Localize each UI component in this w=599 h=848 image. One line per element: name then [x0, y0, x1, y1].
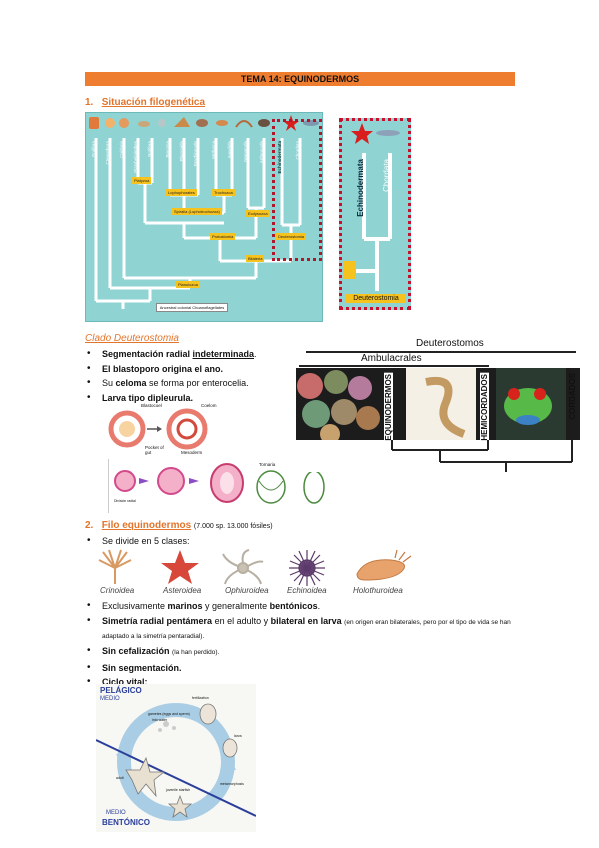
phylum-label: Phoronida: [179, 141, 184, 162]
animal-thumbnails: [89, 115, 319, 131]
figure-deuterostomos-label: Deuterostomos: [416, 338, 484, 349]
zoom-lines: [344, 123, 400, 291]
label-metamorphosis: metamorphosis: [220, 782, 244, 786]
clade-tag-trochozoa: Trochozoa: [212, 189, 235, 196]
phylum-label: Platyhelminthes: [133, 141, 138, 173]
clado-heading: Clado Deuterostomia: [85, 333, 179, 344]
label-gametes: gametes (eggs and sperm): [148, 712, 190, 716]
deuterostome-groups-figure: Deuterostomos Ambulacrales EQUINODERMOS …: [296, 338, 580, 472]
label-medio-bottom: MEDIO: [106, 810, 126, 816]
zoom-deuterostomia-label: Deuterostomia: [346, 294, 406, 303]
label-hemicordados: HEMICORDADOS: [480, 373, 489, 442]
clade-tag-planulozoa: Planulozoa: [176, 281, 200, 288]
class-label-holothuroidea: Holothuroidea: [353, 586, 403, 595]
clade-tag-spiralia: Spiralia (Lophotrochozoa): [172, 208, 222, 215]
ancestor-label: Ancestral colonial Choanoflagellates: [156, 303, 228, 312]
class-label-echinoidea: Echinoidea: [287, 586, 327, 595]
label-juvenile: juvenile starfish: [166, 788, 191, 792]
figure-tree-lines: [391, 440, 573, 472]
life-cycle-drawing: [95, 703, 257, 821]
section-1-number: 1.: [85, 97, 94, 108]
deuterostomia-zoom: Echinodermata Chordata Deuterostomia: [339, 118, 411, 310]
zoom-echinodermata-label: Echinodermata: [356, 159, 365, 217]
label-coelom: Coelom: [201, 403, 217, 408]
phylum-label: Bryozoa: [165, 141, 170, 158]
larva-drawing: [114, 463, 325, 504]
list-item: Segmentación radial indeterminada.: [85, 348, 305, 360]
classes-intro-list: Se divide en 5 clases:: [85, 535, 515, 550]
figure-ambulacrales-label: Ambulacrales: [361, 353, 422, 364]
clade-tag-protostomia: Protostomia: [210, 233, 236, 240]
label-into-water: into water: [152, 718, 168, 722]
deuterostome-photos: [297, 368, 566, 444]
label-pelagico: PELÁGICO: [100, 686, 142, 695]
holothuroid-drawing: [356, 559, 405, 581]
label-blastocoel: Blastocoel: [141, 403, 162, 408]
phylum-label: Cnidaria: [119, 141, 124, 158]
clade-tag-ecdysozoa: Ecdysozoa: [246, 210, 270, 217]
section-2-number: 2.: [85, 520, 94, 531]
phylum-label: Mollusca: [211, 141, 216, 159]
list-item: Larva tipo dipleurula.: [85, 392, 305, 404]
embryo-coelom-diagram: Blastocoel Coelom Pocket of gut Mesoderm: [105, 403, 225, 457]
page-title: TEMA 14: EQUINODERMOS: [85, 72, 515, 86]
ophiuroid-drawing: [222, 549, 264, 585]
phylum-label: Ctenophora: [105, 141, 110, 165]
section-1-heading: 1. Situación filogenética: [85, 97, 205, 108]
sea-urchin-shells: [297, 370, 380, 444]
list-item: Sin segmentación.: [85, 662, 515, 674]
label-equinodermos: EQUINODERMOS: [384, 373, 393, 442]
list-item: El blastoporo origina el ano.: [85, 363, 305, 375]
section-2-heading: 2. Filo equinodermos (7.000 sp. 13.000 f…: [85, 520, 273, 531]
life-cycle-diagram: PELÁGICO MEDIO MEDIO BENTÓNICO fertiliza…: [95, 684, 257, 832]
phylum-characteristics-list: Exclusivamente marinos y generalmente be…: [85, 600, 515, 691]
phylum-label: Arthropoda: [259, 141, 264, 164]
section-2-note: (7.000 sp. 13.000 fósiles): [193, 523, 273, 530]
class-label-crinoidea: Crinoidea: [100, 586, 135, 595]
label-medio-top: MEDIO: [100, 696, 120, 702]
label-mesoderm: Mesoderm: [181, 450, 203, 455]
phylum-label: Annelida: [227, 141, 232, 159]
phylum-label: Nematoda: [243, 141, 248, 162]
echinoderm-classes: Crinoidea Asteroidea Ophiuroidea Echinoi…: [95, 548, 415, 598]
phylum-label: Porifera: [91, 141, 96, 157]
class-label-ophiuroidea: Ophiuroidea: [225, 586, 269, 595]
list-item: Simetría radial pentámera en el adulto y…: [85, 615, 515, 643]
embryo-drawing: [108, 408, 208, 450]
photo-strip: [296, 368, 580, 444]
list-item: Su celoma se forma por enterocelia.: [85, 377, 305, 389]
clade-tag-bilateria: Bilateria: [246, 255, 265, 262]
label-tornaria: Tornaria: [259, 462, 276, 467]
zoom-chordata-label: Chordata: [382, 159, 391, 192]
label-division-radial: División radial: [114, 499, 136, 503]
clade-tag-platyzoa: Platyzoa: [132, 177, 152, 184]
section-1-title: Situación filogenética: [101, 97, 206, 108]
deuterostomos-rule: [306, 351, 576, 353]
list-item: Se divide en 5 clases:: [85, 535, 515, 547]
label-larva: larva: [234, 734, 242, 738]
clado-list: Segmentación radial indeterminada. El bl…: [85, 348, 305, 406]
label-fertilization: fertilization: [192, 696, 209, 700]
list-item: Sin cefalización (la han perdido).: [85, 645, 515, 659]
label-pocket-of-gut: Pocket of gut: [145, 445, 164, 455]
phylum-label: Brachiopoda: [193, 141, 198, 167]
list-item: Ciclo vital:: [85, 676, 515, 688]
class-label-asteroidea: Asteroidea: [163, 586, 202, 595]
label-cordados: CORDADOS: [568, 373, 577, 420]
phylogenetic-tree: Porifera Ctenophora Cnidaria Platyhelmin…: [85, 112, 323, 322]
clade-tag-deuterostomia: Deuterostomia: [276, 233, 307, 240]
phylum-label: Rotifera: [147, 141, 152, 157]
label-adult: adult: [116, 776, 124, 780]
deuterostomia-highlight: [272, 119, 322, 261]
list-item: Exclusivamente marinos y generalmente be…: [85, 600, 515, 612]
crinoid-drawing: [98, 549, 132, 584]
clade-tag-lophophorates: Lophophorates: [166, 189, 197, 196]
label-bentonico: BENTÓNICO: [102, 818, 150, 827]
ambulacrales-rule: [299, 365, 489, 367]
asteroid-drawing: [161, 550, 199, 584]
section-2-title: Filo equinodermos: [101, 520, 192, 531]
larva-development-diagram: División radial Tornaria Dipleurula: [108, 459, 333, 513]
class-drawings: [98, 549, 412, 586]
echinoid-drawing: [289, 550, 325, 586]
